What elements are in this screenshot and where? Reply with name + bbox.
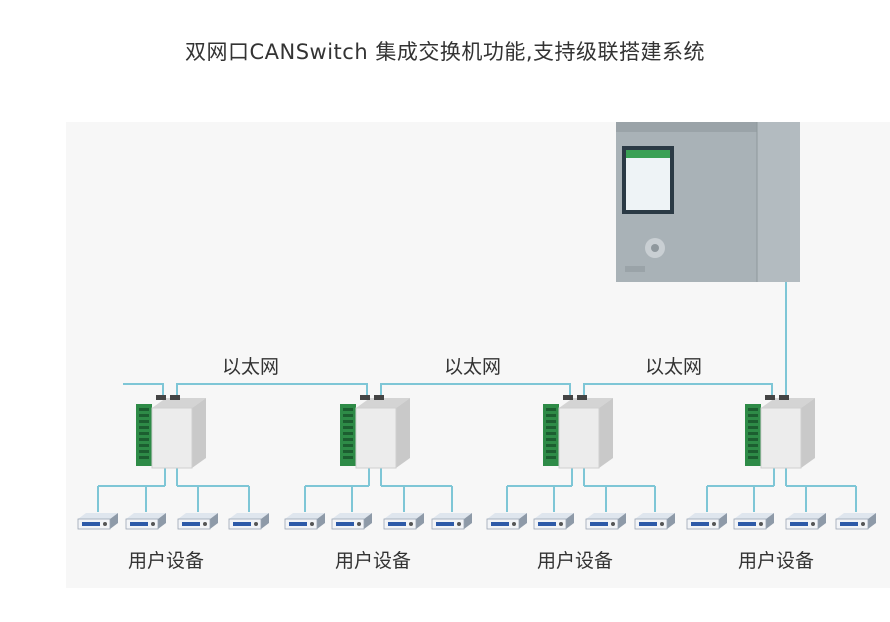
canswitch-module-1	[135, 394, 207, 469]
ethernet-label-3: 以太网	[645, 356, 703, 378]
ethernet-label-1: 以太网	[222, 356, 280, 378]
device-label-4: 用户设备	[738, 550, 815, 572]
network-lines	[97, 282, 857, 512]
canswitch-module-4	[744, 394, 816, 469]
ethernet-label-2: 以太网	[444, 356, 502, 378]
device-label-1: 用户设备	[128, 550, 205, 572]
plc-controller	[616, 122, 800, 282]
device-label-2: 用户设备	[335, 550, 412, 572]
user-devices	[77, 512, 877, 530]
canswitch-module-2	[339, 394, 411, 469]
page-title: 双网口CANSwitch 集成交换机功能,支持级联搭建系统	[184, 40, 706, 64]
device-label-3: 用户设备	[537, 550, 614, 572]
canswitch-module-3	[542, 394, 614, 469]
